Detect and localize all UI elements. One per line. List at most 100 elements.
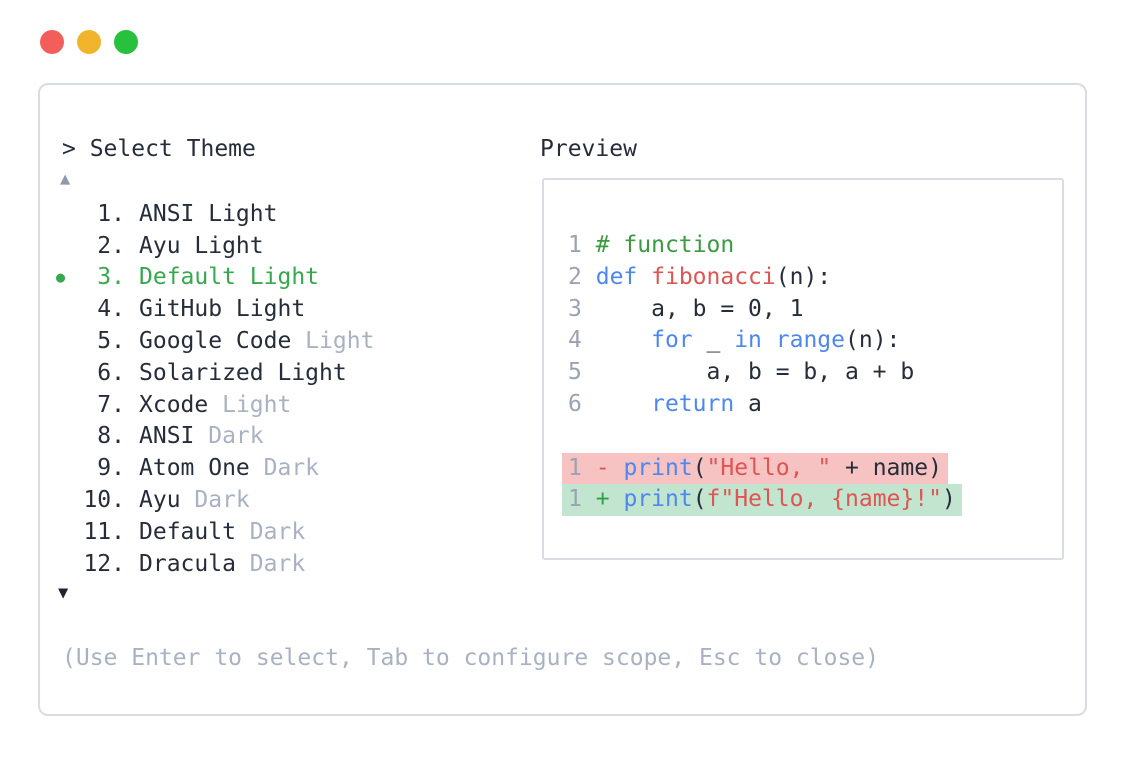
token-plain <box>762 327 776 353</box>
code-line: 2 def fibonacci(n): <box>568 262 1062 294</box>
token-plain: + name) <box>831 454 942 481</box>
theme-number: 10. <box>83 487 125 514</box>
theme-list-item[interactable]: 4. GitHub Light <box>40 293 560 325</box>
diff-removed-line: 1 - print("Hello, " + name) <box>562 452 1062 485</box>
theme-list-item[interactable]: 1. ANSI Light <box>40 198 560 230</box>
theme-number: 4. <box>97 296 125 323</box>
token-plain <box>596 327 651 353</box>
token-kw: for <box>651 327 693 354</box>
theme-name: Xcode <box>139 391 209 418</box>
zoom-button[interactable] <box>114 30 138 54</box>
theme-number: 9. <box>97 455 125 482</box>
line-number: 1 <box>568 232 582 258</box>
theme-variant-muted: Dark <box>249 455 320 482</box>
token-plain: a, b = 0, 1 <box>595 295 804 322</box>
theme-variant-muted: Dark <box>194 423 264 450</box>
window-controls <box>40 30 138 54</box>
token-kw: return <box>651 390 735 417</box>
theme-list-item[interactable]: 10.Ayu Dark <box>40 484 560 516</box>
token-kw: in <box>734 327 762 354</box>
line-number: 6 <box>568 390 582 417</box>
theme-name: Default <box>139 518 236 545</box>
theme-list-item[interactable]: 2. Ayu Light <box>40 230 560 262</box>
selected-dot-icon: ● <box>56 268 66 287</box>
theme-list-item[interactable]: ●3.Default Light <box>40 262 560 294</box>
diff-minus-sign: - <box>595 454 610 481</box>
token-plain: ) <box>941 486 956 513</box>
theme-list-item[interactable]: 9. Atom One Dark <box>40 452 560 484</box>
token-plain: a <box>734 390 762 417</box>
line-number: 1 <box>568 486 582 513</box>
diff-plus-sign: + <box>595 486 610 513</box>
line-number: 4 <box>568 327 582 354</box>
token-plain: ( <box>692 454 707 481</box>
token-plain <box>596 391 651 417</box>
theme-variant-muted: Dark <box>235 518 306 545</box>
token-plain: a, b = b, a + b <box>595 359 915 386</box>
token-str: "Hello, " <box>706 454 832 481</box>
line-number: 3 <box>568 295 582 322</box>
token-plain <box>637 264 651 290</box>
theme-variant-muted: Dark <box>180 487 250 514</box>
token-fn: fibonacci <box>651 263 776 290</box>
token-plain: (n): <box>845 327 901 354</box>
scroll-down-icon[interactable]: ▼ <box>58 583 69 603</box>
theme-list-item[interactable]: 7. Xcode Light <box>40 389 560 421</box>
code-line: 6 return a <box>568 389 1062 421</box>
token-str: f"Hello, {name}!" <box>706 486 942 513</box>
theme-name: Default Light <box>139 264 320 291</box>
token-kw: range <box>775 327 846 354</box>
line-number: 1 <box>568 454 582 481</box>
theme-number: 6. <box>97 359 125 386</box>
theme-name: ANSI <box>139 423 195 450</box>
theme-number: 7. <box>97 391 125 418</box>
theme-list-item[interactable]: 8. ANSI Dark <box>40 421 560 453</box>
theme-picker-dialog: > Select Theme ▲ 1. ANSI Light 2. Ayu Light… <box>38 83 1087 716</box>
theme-name: Solarized Light <box>139 359 347 386</box>
select-theme-prompt: > Select Theme <box>62 136 256 162</box>
theme-list-item[interactable]: 5. Google Code Light <box>40 325 560 357</box>
theme-number: 11. <box>83 518 125 545</box>
theme-name: ANSI Light <box>139 200 278 227</box>
token-plain: ( <box>692 486 707 513</box>
help-text: (Use Enter to select, Tab to configure s… <box>62 645 879 671</box>
code-line: 5 a, b = b, a + b <box>568 357 1062 389</box>
line-number: 2 <box>568 263 582 290</box>
theme-number: 2. <box>97 232 125 259</box>
theme-list-item[interactable]: 12. Dracula Dark <box>40 548 560 580</box>
theme-name: GitHub Light <box>139 296 306 323</box>
line-number: 5 <box>568 359 582 386</box>
code-line: 1 # function <box>568 230 1062 262</box>
theme-name: Dracula <box>139 550 236 577</box>
code-line: 3 a, b = 0, 1 <box>568 294 1062 326</box>
code-line <box>568 421 1062 453</box>
token-plain: _ <box>692 327 735 354</box>
theme-number: 8. <box>97 423 125 450</box>
theme-name: Atom One <box>139 455 250 482</box>
close-button[interactable] <box>40 30 64 54</box>
code-line: 4 for _ in range(n): <box>568 325 1062 357</box>
token-kw: print <box>623 454 693 481</box>
theme-number: 5. <box>97 328 125 355</box>
theme-variant-muted: Light <box>291 328 375 355</box>
theme-number: 1. <box>97 200 125 227</box>
theme-list-item[interactable]: 11. Default Dark <box>40 516 560 548</box>
theme-variant-muted: Light <box>208 391 292 418</box>
token-kw: def <box>595 263 638 290</box>
scroll-up-icon[interactable]: ▲ <box>60 169 71 189</box>
theme-name: Google Code <box>139 328 292 355</box>
token-kw: print <box>623 486 693 513</box>
theme-variant-muted: Dark <box>235 550 306 577</box>
preview-title: Preview <box>540 136 637 162</box>
diff-added-line: 1 + print(f"Hello, {name}!") <box>562 484 1062 517</box>
theme-name: Ayu Light <box>139 232 264 259</box>
token-plain: (n): <box>775 263 832 290</box>
theme-list-item[interactable]: 6. Solarized Light <box>40 357 560 389</box>
minimize-button[interactable] <box>77 30 101 54</box>
token-comment: # function <box>595 232 735 258</box>
theme-number: 12. <box>83 550 125 577</box>
